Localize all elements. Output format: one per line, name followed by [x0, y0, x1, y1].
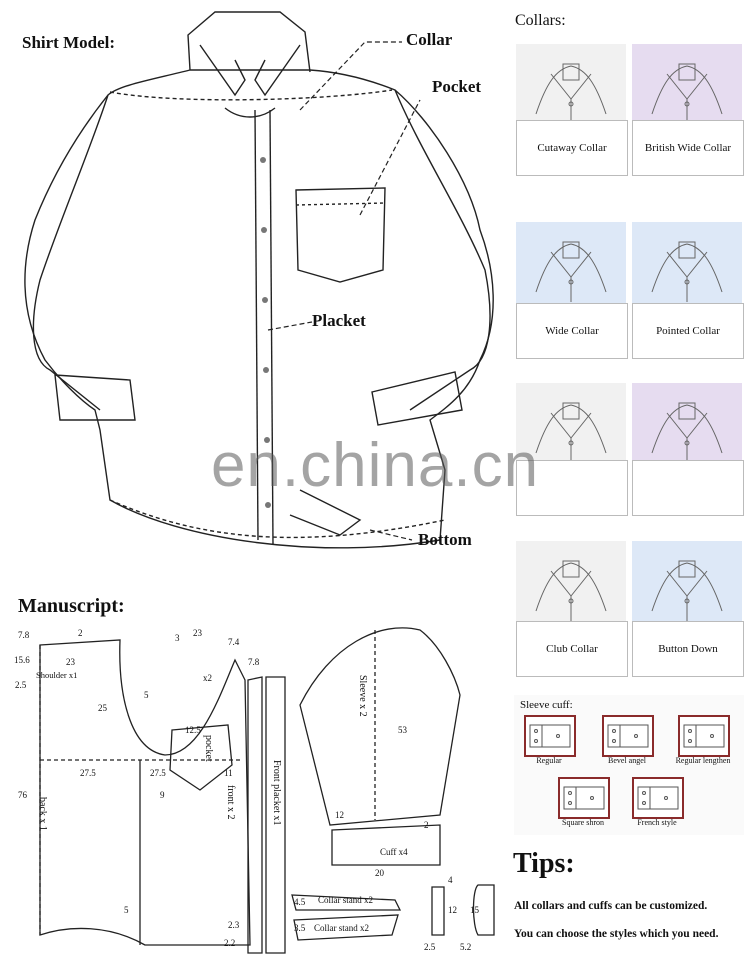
shirt-model-title: Shirt Model:: [22, 33, 116, 52]
callout-bottom: Bottom: [418, 530, 472, 549]
collar-icon: [651, 402, 723, 463]
cuff-icon: [563, 786, 605, 810]
dim-9: 9: [160, 790, 165, 800]
dim-25: 25: [98, 703, 107, 713]
front-label: front x 2: [225, 785, 236, 820]
collar-label: [632, 460, 744, 516]
collar-tile: [516, 222, 626, 303]
dim-2-5c: 2.5: [424, 942, 436, 952]
dim-2: 2: [78, 628, 83, 638]
cuff-label: French style: [637, 818, 677, 827]
collars-heading: Collars:: [515, 12, 566, 29]
dim-3: 3: [175, 633, 180, 643]
collar-tile: [516, 44, 626, 124]
collar-icon: [651, 241, 723, 302]
cuff-label: Bevel angel: [608, 756, 646, 765]
collar-tile: [632, 44, 742, 124]
dim-11: 11: [224, 768, 233, 778]
cuff-label: Cuff x4: [380, 847, 408, 857]
collar-icon: [535, 402, 607, 463]
sleeve-cuff-heading: Sleeve cuff:: [520, 699, 573, 711]
collar-label: Club Collar: [516, 621, 628, 677]
dim-3-5: 3.5: [294, 923, 306, 933]
tip-line-2: You can choose the styles which you need…: [514, 928, 719, 940]
dim-5-2: 5.2: [460, 942, 472, 952]
tips-title: Tips:: [513, 848, 575, 879]
tip-line-1: All collars and cuffs can be customized.: [514, 900, 708, 912]
cuff-icon: [529, 724, 571, 748]
cuff-icon: [683, 724, 725, 748]
collar-label: [516, 460, 628, 516]
collar-icon: [535, 241, 607, 302]
shoulder-label: Shoulder x1: [36, 670, 78, 680]
shirt-model-panel: Shirt Model:: [0, 0, 510, 580]
collar-icon: [651, 560, 723, 621]
watermark: en.china.cn: [210, 431, 540, 500]
dim-53: 53: [398, 725, 407, 735]
collar-stand-label-1: Collar stand x2: [318, 895, 373, 905]
dim-12: 12: [335, 810, 344, 820]
dim-20: 20: [375, 868, 384, 878]
dim-23b: 23: [193, 628, 202, 638]
manuscript-title: Manuscript:: [18, 595, 125, 617]
collar-label: Wide Collar: [516, 303, 628, 359]
shirt-drawing: [24, 11, 494, 549]
manuscript-panel: Manuscript:: [0, 585, 508, 972]
cuff-icon: [637, 786, 679, 810]
collar-label: British Wide Collar: [632, 120, 744, 176]
cuff-tile: [602, 715, 654, 757]
cuff-label: Square shron: [562, 818, 604, 827]
x2-label: x2: [203, 673, 212, 683]
collar-label: Pointed Collar: [632, 303, 744, 359]
collar-icon: [535, 63, 607, 124]
collar-tile: [516, 541, 626, 621]
dim-15: 15: [470, 905, 479, 915]
collar-stand-label-2: Collar stand x2: [314, 923, 369, 933]
pocket-label: pocket: [203, 735, 214, 762]
dim-27-5b: 27.5: [150, 768, 166, 778]
back-label: back x 1: [37, 797, 48, 831]
collar-tile: [632, 541, 742, 621]
dim-12b: 12: [448, 905, 457, 915]
dim-4: 4: [448, 875, 453, 885]
dim-5: 5: [144, 690, 149, 700]
dim-2b: 2: [424, 820, 429, 830]
sleeve-label: Sleeve x 2: [357, 675, 368, 717]
callout-pocket: Pocket: [432, 77, 482, 96]
dim-12-5: 12.5: [185, 725, 201, 735]
cuff-tile: [558, 777, 610, 819]
dim-7-4: 7.4: [228, 637, 240, 647]
dim-2-2: 2.2: [224, 938, 236, 948]
dim-7-8b: 7.8: [248, 657, 260, 667]
callout-collar: Collar: [406, 30, 453, 49]
collar-tile: [516, 383, 626, 463]
front-placket-label: Front placket x1: [271, 760, 282, 826]
dim-15-6: 15.6: [14, 655, 30, 665]
cuff-tile: [524, 715, 576, 757]
sleeve-cuff-panel: Sleeve cuff: Regular Bevel angel Regular l…: [514, 695, 744, 835]
collar-label: Button Down: [632, 621, 744, 677]
dim-7-8: 7.8: [18, 630, 30, 640]
callout-placket: Placket: [312, 311, 366, 330]
dim-2-5: 2.5: [15, 680, 27, 690]
collar-label: Cutaway Collar: [516, 120, 628, 176]
cuff-tile: [632, 777, 684, 819]
dim-4-5: 4.5: [294, 897, 306, 907]
dim-27-5: 27.5: [80, 768, 96, 778]
pattern-drawing: [39, 627, 495, 954]
cuff-label: Regular lengthen: [675, 756, 731, 765]
collar-tile: [632, 383, 742, 463]
cuff-tile: [678, 715, 730, 757]
dim-2-3: 2.3: [228, 920, 240, 930]
cuff-label: Regular: [536, 756, 562, 765]
cuff-icon: [607, 724, 649, 748]
collar-tile: [632, 222, 742, 303]
dim-76: 76: [18, 790, 27, 800]
dim-23: 23: [66, 657, 75, 667]
collar-icon: [535, 560, 607, 621]
collar-icon: [651, 63, 723, 124]
dim-5b: 5: [124, 905, 129, 915]
